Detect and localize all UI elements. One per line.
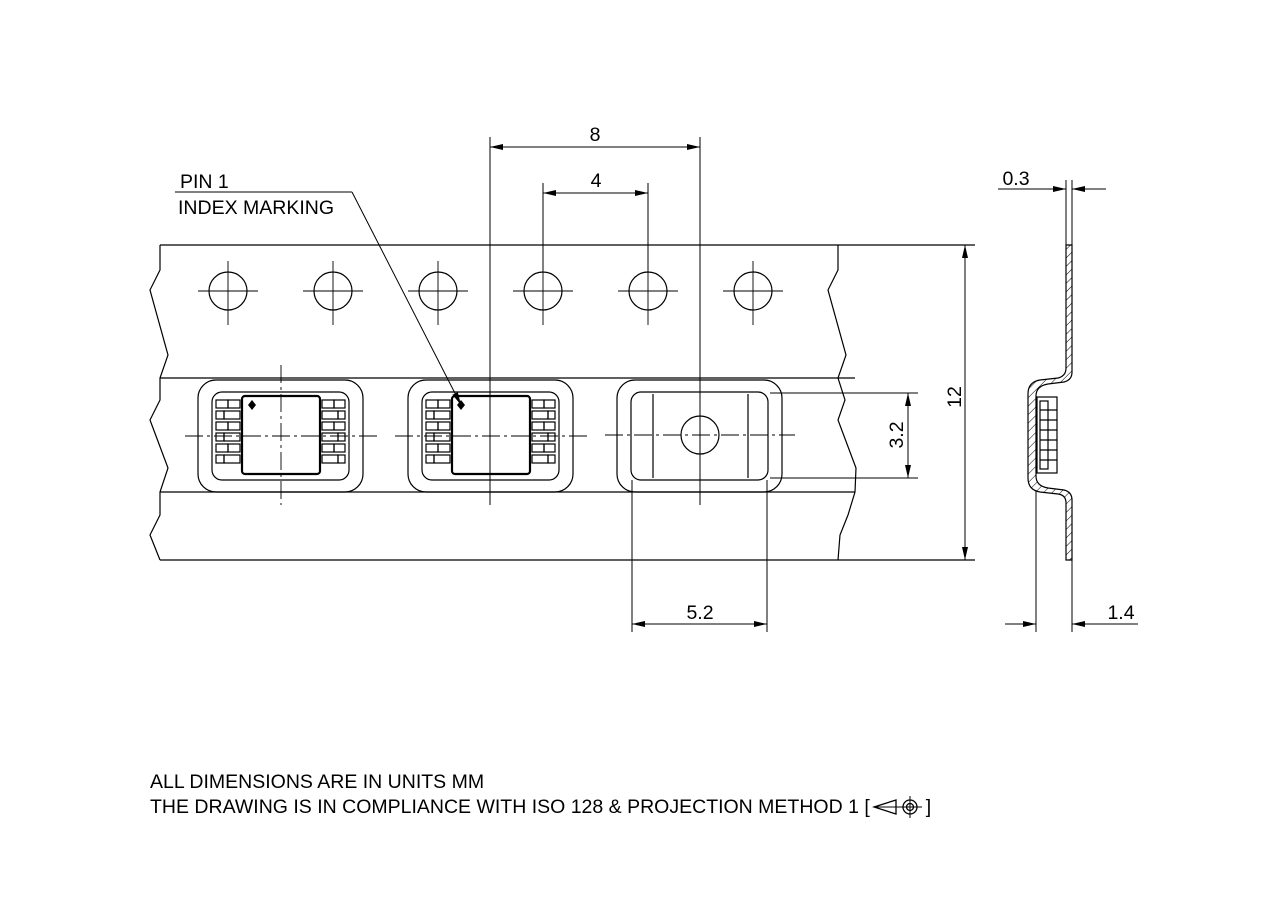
sprocket-hole [513, 261, 573, 325]
sprocket-hole [303, 261, 363, 325]
units-note: ALL DIMENSIONS ARE IN UNITS MM [150, 771, 485, 793]
hole-pitch-value: 4 [591, 170, 602, 192]
sprocket-hole [408, 261, 468, 325]
thickness-dimension [998, 180, 1106, 248]
compliance-text: THE DRAWING IS IN COMPLIANCE WITH ISO 12… [150, 795, 870, 818]
pocket-with-component-2 [395, 379, 588, 493]
index-marking-label: INDEX MARKING [178, 197, 334, 219]
pocket-height-dimension [770, 392, 918, 479]
pocket-with-component-1 [185, 365, 378, 505]
thickness-value: 0.3 [1002, 168, 1029, 190]
sprocket-holes [198, 261, 783, 325]
pocket-width-value: 5.2 [686, 602, 713, 624]
pin1-leader [175, 191, 462, 406]
sprocket-hole [618, 261, 678, 325]
pocket-width-dimension [631, 480, 768, 632]
first-angle-projection-icon [871, 796, 922, 818]
tape-width-value: 12 [944, 386, 966, 408]
pitch-dimensions [489, 137, 701, 505]
pin1-diamond-icon [248, 400, 256, 410]
sprocket-hole [723, 261, 783, 325]
pocket-depth-value: 1.4 [1107, 602, 1134, 624]
compliance-note: THE DRAWING IS IN COMPLIANCE WITH ISO 12… [150, 795, 931, 819]
tape-side-section [1027, 244, 1073, 561]
compliance-end: ] [925, 795, 932, 818]
sprocket-hole [198, 261, 258, 325]
pocket-height-value: 3.2 [886, 421, 908, 448]
pitch-value: 8 [590, 124, 601, 146]
pin1-label: PIN 1 [180, 171, 229, 193]
pocket-depth-dimension [1005, 490, 1138, 632]
